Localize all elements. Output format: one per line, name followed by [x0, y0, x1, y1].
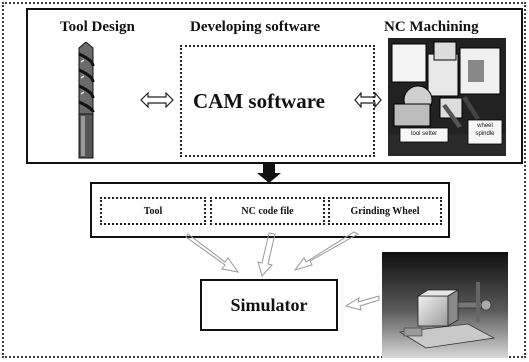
cam-software-box	[180, 45, 375, 157]
arrow-tool-to-simulator-icon	[185, 233, 240, 273]
down-arrow-icon	[256, 164, 282, 184]
arrow-nc-to-simulator-icon	[257, 232, 276, 278]
arrow-machine-to-simulator-icon	[344, 292, 380, 314]
drill-bit-image	[66, 42, 106, 160]
wheel-spindle-label: wheel spindle	[475, 123, 495, 137]
simulation-render-image	[382, 252, 508, 358]
arrow-wheel-to-simulator-icon	[293, 231, 360, 271]
double-arrow-right-icon	[354, 92, 382, 108]
cam-software-label: CAM software	[193, 89, 325, 113]
grinding-wheel-file: Grinding Wheel	[328, 197, 442, 225]
double-arrow-left-icon	[140, 92, 174, 108]
simulator-box: Simulator	[200, 279, 338, 331]
nc-machine-photo: tool setter wheel spindle	[388, 38, 506, 156]
diagram-outer-frame	[2, 2, 526, 358]
tool-design-title: Tool Design	[60, 19, 135, 35]
developing-software-title: Developing software	[190, 19, 321, 35]
tool-file: Tool	[100, 197, 206, 225]
nc-code-file: NC code file	[210, 197, 325, 225]
input-arrows	[150, 228, 380, 280]
tool-setter-label: tool setter	[410, 131, 438, 137]
nc-machining-title: NC Machining	[384, 19, 479, 35]
